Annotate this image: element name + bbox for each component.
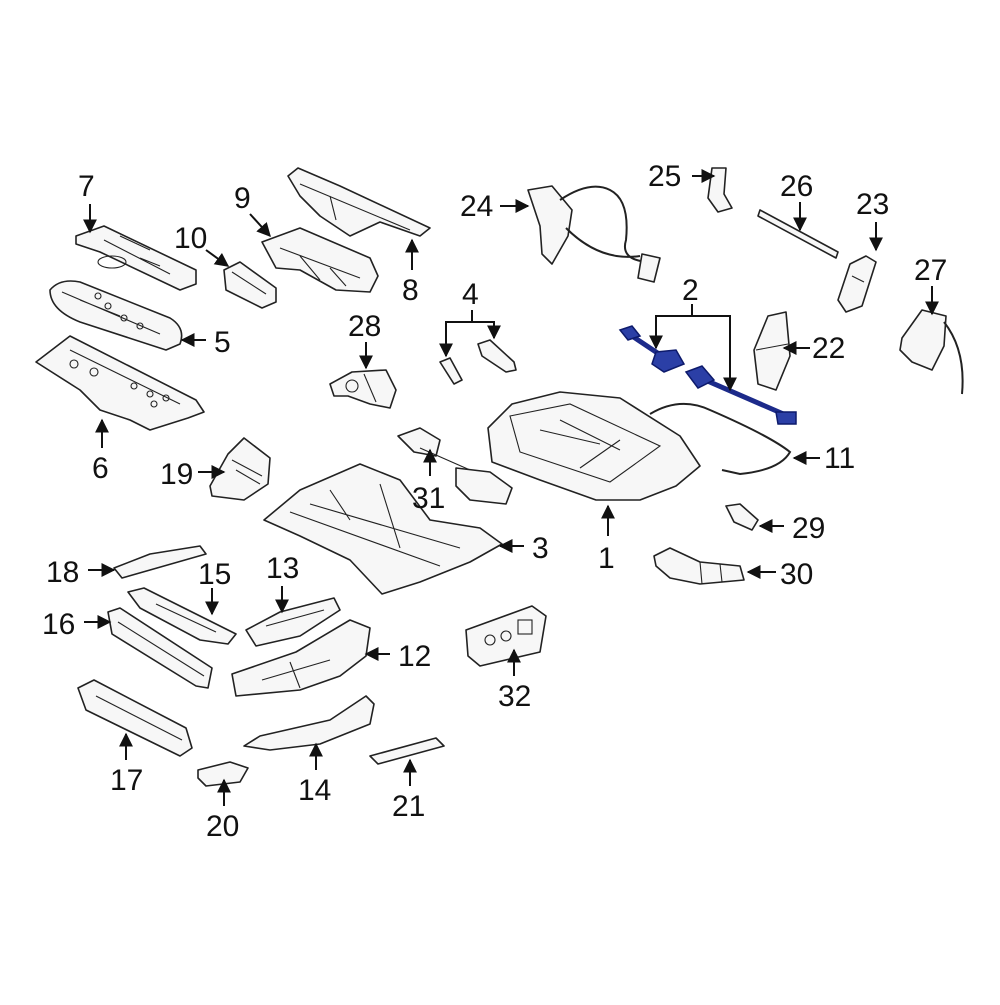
part-14-trim[interactable] — [243, 695, 375, 751]
part-26-rod[interactable] — [757, 209, 839, 259]
part-17-trim-panel[interactable] — [77, 679, 193, 757]
callout-3: 3 — [532, 532, 549, 565]
callout-labels: 7 10 9 8 5 6 28 4 24 25 26 23 27 2 22 11… — [42, 160, 947, 843]
part-4-bolts[interactable] — [439, 339, 517, 385]
part-15-trim[interactable] — [127, 587, 237, 645]
callout-30: 30 — [780, 558, 813, 591]
part-30-motor[interactable] — [653, 547, 745, 585]
part-21-cap[interactable] — [369, 737, 445, 765]
part-29-clip[interactable] — [725, 503, 759, 531]
callout-32: 32 — [498, 680, 531, 713]
callout-18: 18 — [46, 556, 79, 589]
callout-5: 5 — [214, 326, 231, 359]
part-5-cushion-pan[interactable] — [49, 280, 183, 351]
callout-13: 13 — [266, 552, 299, 585]
callout-20: 20 — [206, 810, 239, 843]
callout-24: 24 — [460, 190, 493, 223]
callout-26: 26 — [780, 170, 813, 203]
part-32-switch[interactable] — [465, 605, 547, 667]
callout-9: 9 — [234, 182, 251, 215]
part-23-motor[interactable] — [837, 255, 877, 313]
callout-1: 1 — [598, 542, 615, 575]
callout-25: 25 — [648, 160, 681, 193]
part-10-bracket[interactable] — [223, 261, 277, 309]
part-24-harness[interactable] — [527, 185, 661, 283]
part-28-actuator[interactable] — [329, 369, 397, 409]
callout-19: 19 — [160, 458, 193, 491]
callout-2: 2 — [682, 274, 699, 307]
callout-29: 29 — [792, 512, 825, 545]
callout-28: 28 — [348, 310, 381, 343]
callout-7: 7 — [78, 170, 95, 203]
callout-31: 31 — [412, 482, 445, 515]
callout-23: 23 — [856, 188, 889, 221]
part-7-cover-plate[interactable] — [75, 225, 197, 291]
callout-8: 8 — [402, 274, 419, 307]
part-11-cable[interactable] — [649, 402, 792, 476]
callout-6: 6 — [92, 452, 109, 485]
part-8-upper-rail[interactable] — [287, 167, 431, 237]
callout-21: 21 — [392, 790, 425, 823]
part-6-base-plate[interactable] — [35, 335, 205, 431]
leader-lines — [83, 169, 939, 806]
part-19-trim[interactable] — [209, 437, 271, 501]
part-2-adjuster-links[interactable] — [618, 325, 797, 425]
callout-17: 17 — [110, 764, 143, 797]
callout-10: 10 — [174, 222, 207, 255]
callout-16: 16 — [42, 608, 75, 641]
callout-12: 12 — [398, 640, 431, 673]
part-27-side-bracket[interactable] — [899, 309, 964, 395]
part-22-sleeve[interactable] — [753, 311, 791, 391]
callout-15: 15 — [198, 558, 231, 591]
part-20-cap[interactable] — [197, 761, 249, 787]
part-18-rail[interactable] — [113, 545, 207, 579]
part-1-seat-frame[interactable] — [487, 391, 701, 501]
callout-11: 11 — [824, 442, 855, 475]
part-16-cover[interactable] — [107, 607, 213, 689]
part-9-frame-bracket[interactable] — [261, 227, 379, 293]
callout-14: 14 — [298, 774, 331, 807]
part-25-sensor[interactable] — [707, 167, 733, 213]
callout-22: 22 — [812, 332, 845, 365]
callout-27: 27 — [914, 254, 947, 287]
callout-4: 4 — [462, 278, 479, 311]
